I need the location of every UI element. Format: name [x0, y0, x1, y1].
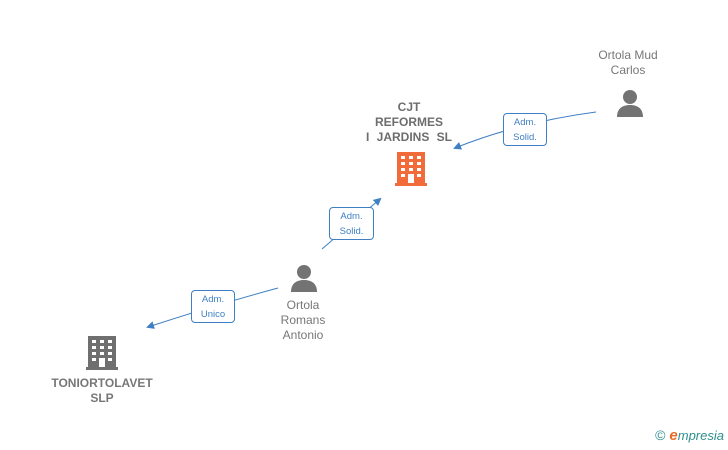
building-icon[interactable]: [395, 150, 427, 186]
empresia-watermark: ©empresia: [655, 427, 724, 444]
brand-initial: e: [669, 427, 678, 444]
person-icon[interactable]: [615, 88, 645, 118]
person-label-ortola-romans[interactable]: Ortola Romans Antonio: [280, 298, 326, 342]
person-icon[interactable]: [289, 263, 319, 293]
edge-label-romans-cjt[interactable]: Adm. Solid.: [329, 207, 374, 240]
person-label-ortola-mud[interactable]: Ortola Mud Carlos: [598, 48, 658, 77]
copyright-icon: ©: [655, 427, 666, 443]
company-label-cjt[interactable]: CJT REFORMES I JARDINS SL: [365, 100, 452, 144]
edge-label-romans-tonio[interactable]: Adm. Unico: [191, 290, 235, 323]
company-label-toniortolavet[interactable]: TONIORTOLAVET SLP: [51, 376, 153, 405]
brand-name: mpresia: [677, 428, 724, 443]
edge-label-mud-cjt[interactable]: Adm. Solid.: [503, 113, 547, 146]
building-icon[interactable]: [86, 334, 118, 370]
